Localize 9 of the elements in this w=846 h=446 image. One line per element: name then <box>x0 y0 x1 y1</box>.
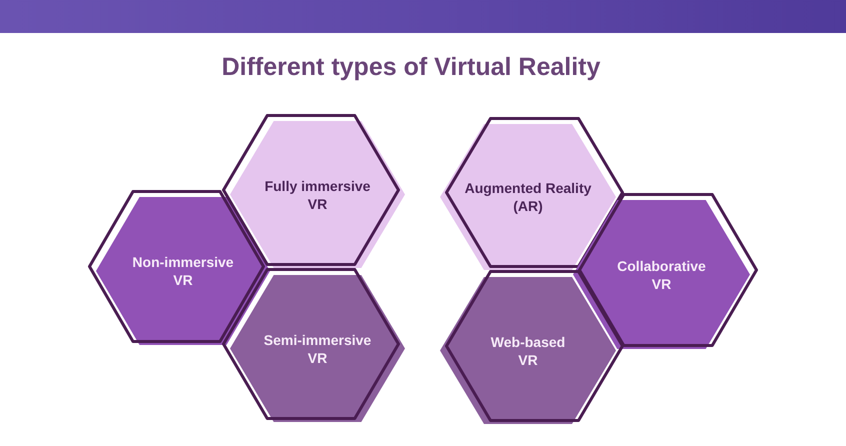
hexagon <box>222 268 407 423</box>
hexagon-label: Web-based VR <box>490 332 566 368</box>
hexagon-label: Augmented Reality (AR) <box>464 179 592 215</box>
hexagon <box>438 270 624 425</box>
hexagon-label: Non-immersive VR <box>131 253 235 289</box>
hexagon-label: Semi-immersive VR <box>262 330 372 366</box>
hexagon-label: Collaborative VR <box>616 256 707 292</box>
title: Different types of Virtual Reality <box>220 53 602 82</box>
hexagon-label: Fully immersive VR <box>264 176 372 212</box>
